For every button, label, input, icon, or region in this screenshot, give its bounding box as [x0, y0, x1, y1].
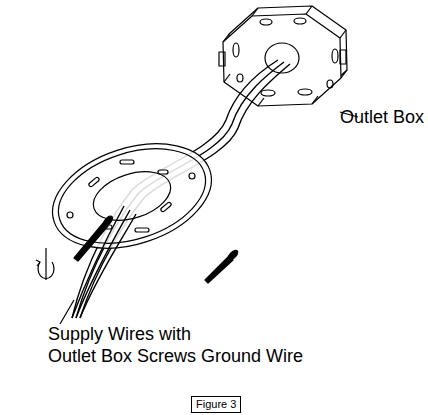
part-label: Outlet Box: [340, 106, 424, 128]
screws: [74, 214, 239, 283]
figure-caption-box: Figure 3: [191, 396, 241, 413]
rotation-symbol: [36, 248, 54, 280]
outlet-box: [219, 6, 347, 106]
wires-front: [72, 206, 136, 318]
leader-line: [60, 300, 74, 324]
part-label: Outlet Box Screws Ground Wire: [48, 345, 303, 367]
figure-label: Figure 3: [196, 398, 236, 411]
part-label: Supply Wires with: [48, 323, 191, 345]
mounting-bracket: [39, 125, 225, 267]
